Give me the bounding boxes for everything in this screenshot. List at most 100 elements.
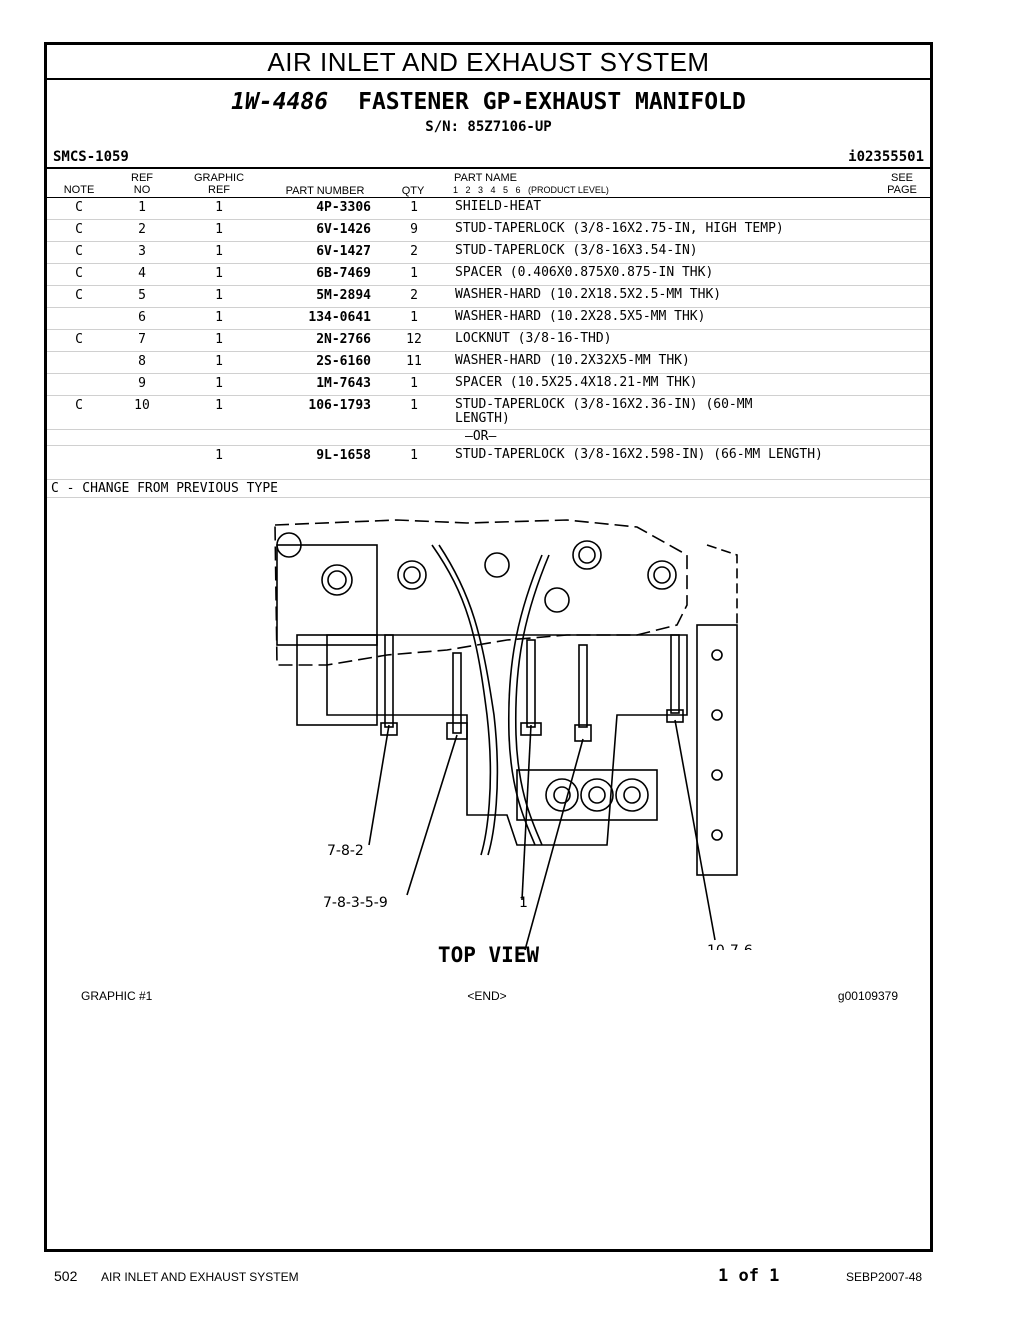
graphic-ref-cell: 1 xyxy=(215,398,223,413)
qty-cell: 1 xyxy=(410,200,418,215)
graphic-ref-cell: 1 xyxy=(215,222,223,237)
group-name: FASTENER GP-EXHAUST MANIFOLD xyxy=(358,89,746,115)
end-label: <END> xyxy=(467,989,507,1003)
page-frame: AIR INLET AND EXHAUST SYSTEM 1W-4486 FAST… xyxy=(44,42,933,1252)
part-number-cell: 5M-2894 xyxy=(316,288,371,303)
part-name-cell: WASHER-HARD (10.2X18.5X2.5-MM THK) xyxy=(455,287,722,302)
or-separator: —OR— xyxy=(465,429,497,444)
illustration-id: i02355501 xyxy=(848,149,924,165)
part-name-cell: STUD-TAPERLOCK (3/8-16X2.75-IN, HIGH TEM… xyxy=(455,221,784,236)
part-name-cell: LOCKNUT (3/8-16-THD) xyxy=(455,331,612,346)
graphic-ref-cell: 1 xyxy=(215,376,223,391)
col-see-top: SEE xyxy=(890,172,913,184)
graphic-ref-cell: 1 xyxy=(215,266,223,281)
ref-cell: 1 xyxy=(138,200,146,215)
qty-cell: 1 xyxy=(410,376,418,391)
serial-number: S/N: 85Z7106-UP xyxy=(425,119,552,135)
part-number-cell: 6V-1426 xyxy=(316,222,371,237)
part-number-cell: 2S-6160 xyxy=(316,354,371,369)
view-label: TOP VIEW xyxy=(437,943,540,967)
graphic-ref-cell: 1 xyxy=(215,288,223,303)
ref-cell: 3 xyxy=(138,244,146,259)
group-number: 1W-4486 xyxy=(231,89,329,115)
change-footnote: C - CHANGE FROM PREVIOUS TYPE xyxy=(51,481,278,496)
page-number: 502 xyxy=(54,1268,78,1284)
ref-cell: 7 xyxy=(138,332,146,347)
column-divider xyxy=(47,197,930,198)
page-of: 1 of 1 xyxy=(718,1266,780,1286)
exhaust-manifold-illustration: 7-8-2 7-8-3-5-9 1 3-7-5-4-8 10-7-6 xyxy=(274,519,753,950)
col-see-bottom: PAGE xyxy=(887,184,917,196)
ref-cell: 9 xyxy=(138,376,146,391)
note-cell: C xyxy=(75,222,83,237)
header-divider xyxy=(47,167,930,169)
group-title: 1W-4486 FASTENER GP-EXHAUST MANIFOLD xyxy=(47,89,930,115)
ref-cell: 10 xyxy=(134,398,150,413)
ref-cell: 6 xyxy=(138,310,146,325)
graphic-ref-cell: 1 xyxy=(215,310,223,325)
part-name-cell: STUD-TAPERLOCK (3/8-16X2.36-IN) (60-MM L… xyxy=(455,397,753,426)
part-number-cell: 9L-1658 xyxy=(316,448,371,463)
table-row: C 5 1 5M-2894 2 WASHER-HARD (10.2X18.5X2… xyxy=(47,286,930,308)
graphic-ref-cell: 1 xyxy=(215,332,223,347)
smcs-code: SMCS-1059 xyxy=(53,149,129,165)
qty-cell: 11 xyxy=(406,354,422,369)
table-row: —OR— xyxy=(47,430,930,446)
note-cell: C xyxy=(75,266,83,281)
note-cell: C xyxy=(75,244,83,259)
note-cell: C xyxy=(75,288,83,303)
table-row: 6 1 134-0641 1 WASHER-HARD (10.2X28.5X5-… xyxy=(47,308,930,330)
part-name-cell: WASHER-HARD (10.2X28.5X5-MM THK) xyxy=(455,309,706,324)
col-qty: QTY xyxy=(401,185,425,197)
table-row: C 4 1 6B-7469 1 SPACER (0.406X0.875X0.87… xyxy=(47,264,930,286)
graphic-ref-cell: 1 xyxy=(215,244,223,259)
doc-id: SEBP2007-48 xyxy=(846,1270,923,1284)
part-name-cell: SHIELD-HEAT xyxy=(455,199,542,214)
graphic-ref-cell: 1 xyxy=(215,354,223,369)
section-title: AIR INLET AND EXHAUST SYSTEM xyxy=(47,45,930,80)
part-number-cell: 106-1793 xyxy=(308,398,371,413)
qty-cell: 9 xyxy=(410,222,418,237)
callout-7-8-2: 7-8-2 xyxy=(327,843,364,859)
qty-cell: 1 xyxy=(410,310,418,325)
graphic-id: g00109379 xyxy=(837,989,898,1003)
footer-section: AIR INLET AND EXHAUST SYSTEM xyxy=(101,1270,299,1284)
col-part-number: PART NUMBER xyxy=(285,185,365,197)
ref-cell: 4 xyxy=(138,266,146,281)
callout-1: 1 xyxy=(519,895,528,911)
callout-10-7-6: 10-7-6 xyxy=(707,943,753,950)
part-name-cell: STUD-TAPERLOCK (3/8-16X2.598-IN) (66-MM … xyxy=(455,447,823,462)
ref-cell: 5 xyxy=(138,288,146,303)
footnote-divider xyxy=(47,497,930,498)
note-cell: C xyxy=(75,398,83,413)
part-number-cell: 6B-7469 xyxy=(316,266,371,281)
note-cell: C xyxy=(75,332,83,347)
qty-cell: 12 xyxy=(406,332,422,347)
part-number-cell: 134-0641 xyxy=(308,310,371,325)
part-name-cell: SPACER (0.406X0.875X0.875-IN THK) xyxy=(455,265,714,280)
col-ref-top: REF xyxy=(131,172,153,184)
col-product-level: 1 2 3 4 5 6 (PRODUCT LEVEL) xyxy=(453,185,609,195)
part-name-cell: WASHER-HARD (10.2X32X5-MM THK) xyxy=(455,353,690,368)
table-row: C 10 1 106-1793 1 STUD-TAPERLOCK (3/8-16… xyxy=(47,396,930,430)
graphic-label: GRAPHIC #1 xyxy=(81,989,153,1003)
note-cell: C xyxy=(75,200,83,215)
part-number-cell: 4P-3306 xyxy=(316,200,371,215)
graphic-ref-cell: 1 xyxy=(215,200,223,215)
col-graphic-top: GRAPHIC xyxy=(193,172,245,184)
table-row: C 3 1 6V-1427 2 STUD-TAPERLOCK (3/8-16X3… xyxy=(47,242,930,264)
table-row: C 2 1 6V-1426 9 STUD-TAPERLOCK (3/8-16X2… xyxy=(47,220,930,242)
ref-cell: 8 xyxy=(138,354,146,369)
graphic-ref-cell: 1 xyxy=(215,448,223,463)
table-row: 9 1 1M-7643 1 SPACER (10.5X25.4X18.21-MM… xyxy=(47,374,930,396)
part-name-cell: STUD-TAPERLOCK (3/8-16X3.54-IN) xyxy=(455,243,698,258)
table-row: C 7 1 2N-2766 12 LOCKNUT (3/8-16-THD) xyxy=(47,330,930,352)
part-number-cell: 1M-7643 xyxy=(316,376,371,391)
table-row: 8 1 2S-6160 11 WASHER-HARD (10.2X32X5-MM… xyxy=(47,352,930,374)
col-ref-bottom: NO xyxy=(133,184,151,196)
qty-cell: 1 xyxy=(410,266,418,281)
qty-cell: 1 xyxy=(410,398,418,413)
ref-cell: 2 xyxy=(138,222,146,237)
col-graphic-bottom: REF xyxy=(208,184,230,196)
part-name-cell: SPACER (10.5X25.4X18.21-MM THK) xyxy=(455,375,698,390)
